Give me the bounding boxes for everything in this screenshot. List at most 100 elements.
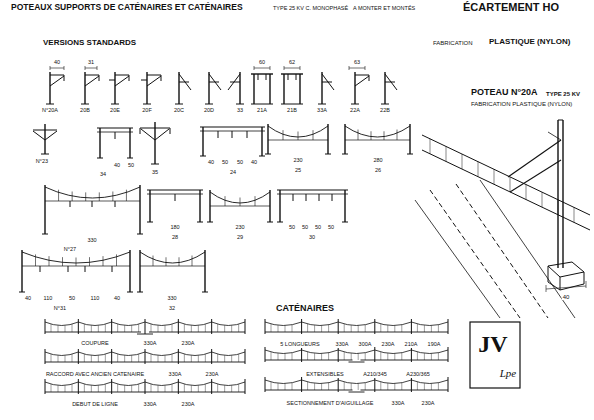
label-text: 50 bbox=[68, 296, 76, 302]
drawing-stroke bbox=[285, 353, 286, 360]
label-text: 21A bbox=[256, 108, 268, 114]
drawing-stroke bbox=[112, 382, 145, 386]
label-text: 40 bbox=[113, 296, 121, 302]
drawing-stroke bbox=[238, 384, 239, 392]
drawing-stroke bbox=[281, 104, 303, 105]
drawing-stroke bbox=[44, 185, 45, 234]
drawing-stroke bbox=[91, 385, 92, 392]
label-text: 28 bbox=[171, 235, 179, 241]
drawing-stroke bbox=[494, 169, 495, 184]
drawing-stroke bbox=[218, 131, 219, 138]
drawing-stroke bbox=[411, 377, 412, 392]
drawing-stroke bbox=[424, 325, 425, 332]
drawing-stroke bbox=[117, 324, 118, 332]
drawing-stroke bbox=[105, 354, 106, 362]
drawing-stroke bbox=[258, 74, 259, 80]
drawing-stroke bbox=[351, 325, 352, 332]
drawing-stroke bbox=[277, 222, 283, 223]
drawing-stroke bbox=[302, 380, 339, 384]
label-text: 110 bbox=[90, 296, 101, 302]
drawing-stroke bbox=[278, 353, 279, 360]
drawing-stroke bbox=[344, 382, 345, 390]
drawing-stroke bbox=[548, 262, 584, 277]
drawing-stroke bbox=[301, 377, 302, 392]
drawing-stroke bbox=[265, 319, 266, 334]
drawing-stroke bbox=[84, 354, 85, 362]
drawing-stroke bbox=[431, 353, 432, 360]
drawing-stroke bbox=[380, 352, 381, 360]
drawing-stroke bbox=[140, 128, 141, 134]
drawing-stroke bbox=[401, 325, 402, 332]
label-text: 40 bbox=[53, 60, 61, 66]
label-text: A230/365 bbox=[405, 372, 431, 378]
drawing-stroke bbox=[245, 319, 246, 334]
drawing-stroke bbox=[298, 132, 299, 141]
label-text: SECTIONNEMENT D'AIGUILLAGE bbox=[286, 401, 375, 407]
drawing-stroke bbox=[254, 68, 270, 69]
drawing-stroke bbox=[147, 75, 161, 76]
drawing-stroke bbox=[65, 385, 66, 392]
drawing-stroke bbox=[417, 352, 418, 360]
drawing-stroke bbox=[307, 352, 308, 360]
drawing-stroke bbox=[192, 256, 193, 266]
label-text: 50 bbox=[288, 225, 296, 231]
label-text: 20E bbox=[109, 108, 121, 114]
drawing-stroke bbox=[430, 190, 520, 318]
drawing-stroke bbox=[19, 292, 25, 293]
drawing-stroke bbox=[345, 140, 410, 141]
label-text: 330A bbox=[143, 341, 158, 347]
drawing-stroke bbox=[319, 194, 320, 201]
drawing-stroke bbox=[313, 130, 314, 140]
label-text: 330 bbox=[86, 238, 97, 244]
drawing-stroke bbox=[417, 324, 418, 332]
drawing-stroke bbox=[375, 322, 412, 326]
label-text: 210A bbox=[404, 342, 419, 348]
drawing-stroke bbox=[411, 347, 412, 362]
drawing-stroke bbox=[374, 377, 375, 392]
drawing-stroke bbox=[172, 324, 173, 332]
label-text: 330A bbox=[335, 342, 350, 348]
label-text: 20F bbox=[141, 108, 152, 114]
label-text: TYPE 25 KV C. MONOPHASÉ bbox=[272, 6, 349, 12]
drawing-stroke bbox=[49, 256, 50, 266]
drawing-stroke bbox=[49, 72, 50, 104]
drawing-stroke bbox=[207, 222, 213, 223]
drawing-stroke bbox=[178, 352, 211, 356]
label-text: 230A bbox=[381, 342, 396, 348]
label-text: ÉCARTEMENT HO bbox=[462, 2, 560, 13]
drawing-stroke bbox=[45, 131, 57, 140]
drawing-stroke bbox=[211, 349, 212, 364]
label-text: COUPURE bbox=[80, 341, 110, 347]
label-text: 60 bbox=[258, 60, 266, 66]
drawing-stroke bbox=[158, 325, 159, 332]
drawing-stroke bbox=[212, 352, 245, 356]
drawing-stroke bbox=[117, 384, 118, 392]
drawing-stroke bbox=[328, 325, 329, 332]
drawing-stroke bbox=[422, 150, 590, 230]
drawing-stroke bbox=[85, 66, 86, 70]
drawing-stroke bbox=[387, 353, 388, 360]
label-text: 330A bbox=[168, 372, 183, 378]
drawing-stroke bbox=[103, 256, 104, 266]
drawing-stroke bbox=[266, 74, 267, 80]
drawing-stroke bbox=[245, 349, 246, 364]
label-text: 20D bbox=[203, 108, 215, 114]
drawing-stroke bbox=[105, 324, 106, 332]
drawing-stroke bbox=[562, 120, 563, 268]
drawing-stroke bbox=[179, 74, 191, 90]
drawing-stroke bbox=[178, 72, 179, 104]
drawing-stroke bbox=[327, 124, 328, 154]
drawing-stroke bbox=[279, 190, 280, 222]
drawing-stroke bbox=[35, 254, 36, 266]
label-text: JV bbox=[477, 332, 508, 356]
drawing-stroke bbox=[231, 325, 232, 332]
drawing-stroke bbox=[138, 384, 139, 392]
drawing-stroke bbox=[302, 350, 339, 354]
drawing-stroke bbox=[239, 72, 240, 104]
drawing-stroke bbox=[542, 192, 543, 207]
drawing-stroke bbox=[117, 354, 118, 362]
drawing-stroke bbox=[147, 189, 203, 190]
drawing-stroke bbox=[321, 383, 322, 390]
drawing-stroke bbox=[401, 383, 402, 390]
drawing-stroke bbox=[115, 132, 116, 139]
